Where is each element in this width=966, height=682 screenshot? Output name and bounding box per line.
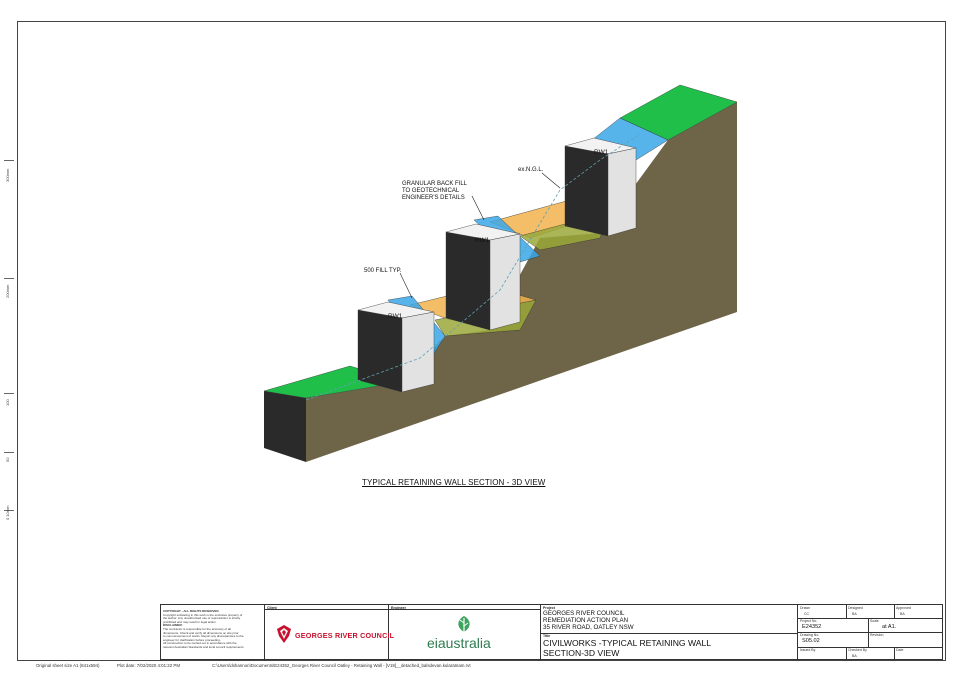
natural-ground-line bbox=[305, 133, 641, 401]
wall-label-rw1-upper: RW1 bbox=[594, 149, 609, 156]
copyright-notes-cell: COPYRIGHT - ALL RIGHTS RESERVED Copyrigh… bbox=[161, 605, 265, 659]
wall-label-rw1-middle: RW1 bbox=[475, 237, 490, 244]
engineer-cell: Engineer eiaustralia bbox=[389, 605, 541, 659]
project-no-value: E24352 bbox=[802, 624, 822, 630]
notes-line: engineer for clarification before procee… bbox=[163, 637, 221, 642]
project-line-1: GEORGES RIVER COUNCIL bbox=[543, 610, 625, 617]
leader-fill bbox=[399, 272, 413, 299]
client-cell: Client GEORGES RIVER COUNCIL bbox=[265, 605, 394, 659]
notes-line: prohibited and may result in legal actio… bbox=[163, 619, 217, 624]
scale-value: at A1. bbox=[882, 624, 897, 630]
checked-label: Checked By bbox=[848, 648, 867, 652]
engineer-label: Engineer bbox=[391, 606, 406, 610]
title-line-2: SECTION-3D VIEW bbox=[543, 647, 620, 658]
title-label: Title bbox=[543, 634, 551, 638]
scale-bar: 300mm 200mm 100 50 0 10mm bbox=[4, 160, 26, 520]
leader-backfill bbox=[471, 195, 485, 221]
annotation-backfill-line-1: GRANULAR BACK FILL bbox=[402, 181, 468, 187]
retaining-wall-1 bbox=[357, 301, 435, 393]
drawing-sheet-border bbox=[17, 21, 946, 661]
project-title-cell: Project GEORGES RIVER COUNCIL REMEDIATIO… bbox=[541, 605, 798, 659]
notes-line: Copyright subsisting in this work is the… bbox=[163, 612, 243, 617]
soil-side-face bbox=[306, 102, 737, 462]
retaining-wall-3 bbox=[564, 137, 637, 237]
designed-label: Designed bbox=[848, 606, 863, 610]
approved-label: Approved bbox=[896, 606, 911, 610]
scale-label: Scale bbox=[870, 619, 879, 623]
drawing-no-value: S05.02 bbox=[802, 638, 820, 644]
notes-heading: COPYRIGHT - ALL RIGHTS RESERVED bbox=[163, 609, 219, 613]
notes-line: All construction to be carried out in ac… bbox=[163, 641, 237, 646]
project-no-label: Project No. bbox=[800, 619, 818, 623]
soil-front-face bbox=[264, 391, 306, 462]
annotation-fill: 500 FILL TYP. bbox=[364, 268, 402, 274]
drawing-no-label: Drawing No. bbox=[800, 633, 820, 637]
notes-line: The contractor is responsible for the ac… bbox=[163, 626, 231, 631]
annotation-backfill-line-3: ENGINEER'S DETAILS bbox=[402, 195, 465, 201]
project-label: Project bbox=[543, 606, 555, 610]
designed-value: BA bbox=[852, 612, 857, 616]
notes-line: relevant Australian Standards and local … bbox=[163, 644, 245, 649]
issued-label: Issued By bbox=[800, 648, 816, 652]
drawn-value: CC bbox=[804, 612, 810, 616]
notes-line: to commencement of works. Report any dis… bbox=[163, 634, 244, 639]
title-block: COPYRIGHT - ALL RIGHTS RESERVED Copyrigh… bbox=[160, 604, 943, 660]
eiaustralia-leaf-logo-icon bbox=[458, 616, 470, 632]
notes-line: DISCLAIMER: bbox=[163, 623, 183, 628]
engineer-name: eiaustralia bbox=[427, 635, 491, 651]
revision-label: Revision bbox=[870, 633, 884, 637]
footer-sheet-size: Original sheet size A1 (841x594) bbox=[36, 663, 100, 668]
client-label: Client bbox=[267, 606, 277, 610]
notes-line: the author. Any unauthorised use or repr… bbox=[163, 616, 241, 621]
drawing-info-cells: Drawn CC Designed BA Approved BA Project… bbox=[798, 605, 942, 659]
date-label: Date bbox=[896, 648, 904, 652]
project-line-3: 35 RIVER ROAD, OATLEY NSW bbox=[543, 624, 634, 631]
wall-label-rw1-lower: RW1 bbox=[388, 313, 403, 320]
footer-file-path: C:\Users\dshannon\Documents\E24352_Georg… bbox=[212, 663, 471, 668]
project-line-2: REMEDIATION ACTION PLAN bbox=[543, 617, 629, 624]
title-line-1: CIVILWORKS -TYPICAL RETAINING WALL bbox=[543, 638, 712, 648]
notes-line: dimensions. Check and verify all dimensi… bbox=[163, 630, 239, 635]
approved-value: BA bbox=[900, 612, 905, 616]
drawn-label: Drawn bbox=[800, 606, 811, 610]
annotation-ngl: ex.N.G.L. bbox=[518, 167, 544, 173]
drawing-caption: TYPICAL RETAINING WALL SECTION - 3D VIEW bbox=[362, 478, 546, 487]
leader-ngl bbox=[541, 172, 561, 189]
client-name: GEORGES RIVER COUNCIL bbox=[295, 631, 395, 640]
retaining-wall-2 bbox=[445, 223, 521, 331]
footer-plot-date: Plot date: 7/02/2020 4:01:22 PM bbox=[117, 663, 180, 668]
annotation-backfill-line-2: TO GEOTECHNICAL bbox=[402, 188, 460, 194]
council-logo-icon bbox=[277, 625, 291, 643]
checked-value: BA bbox=[852, 654, 857, 658]
